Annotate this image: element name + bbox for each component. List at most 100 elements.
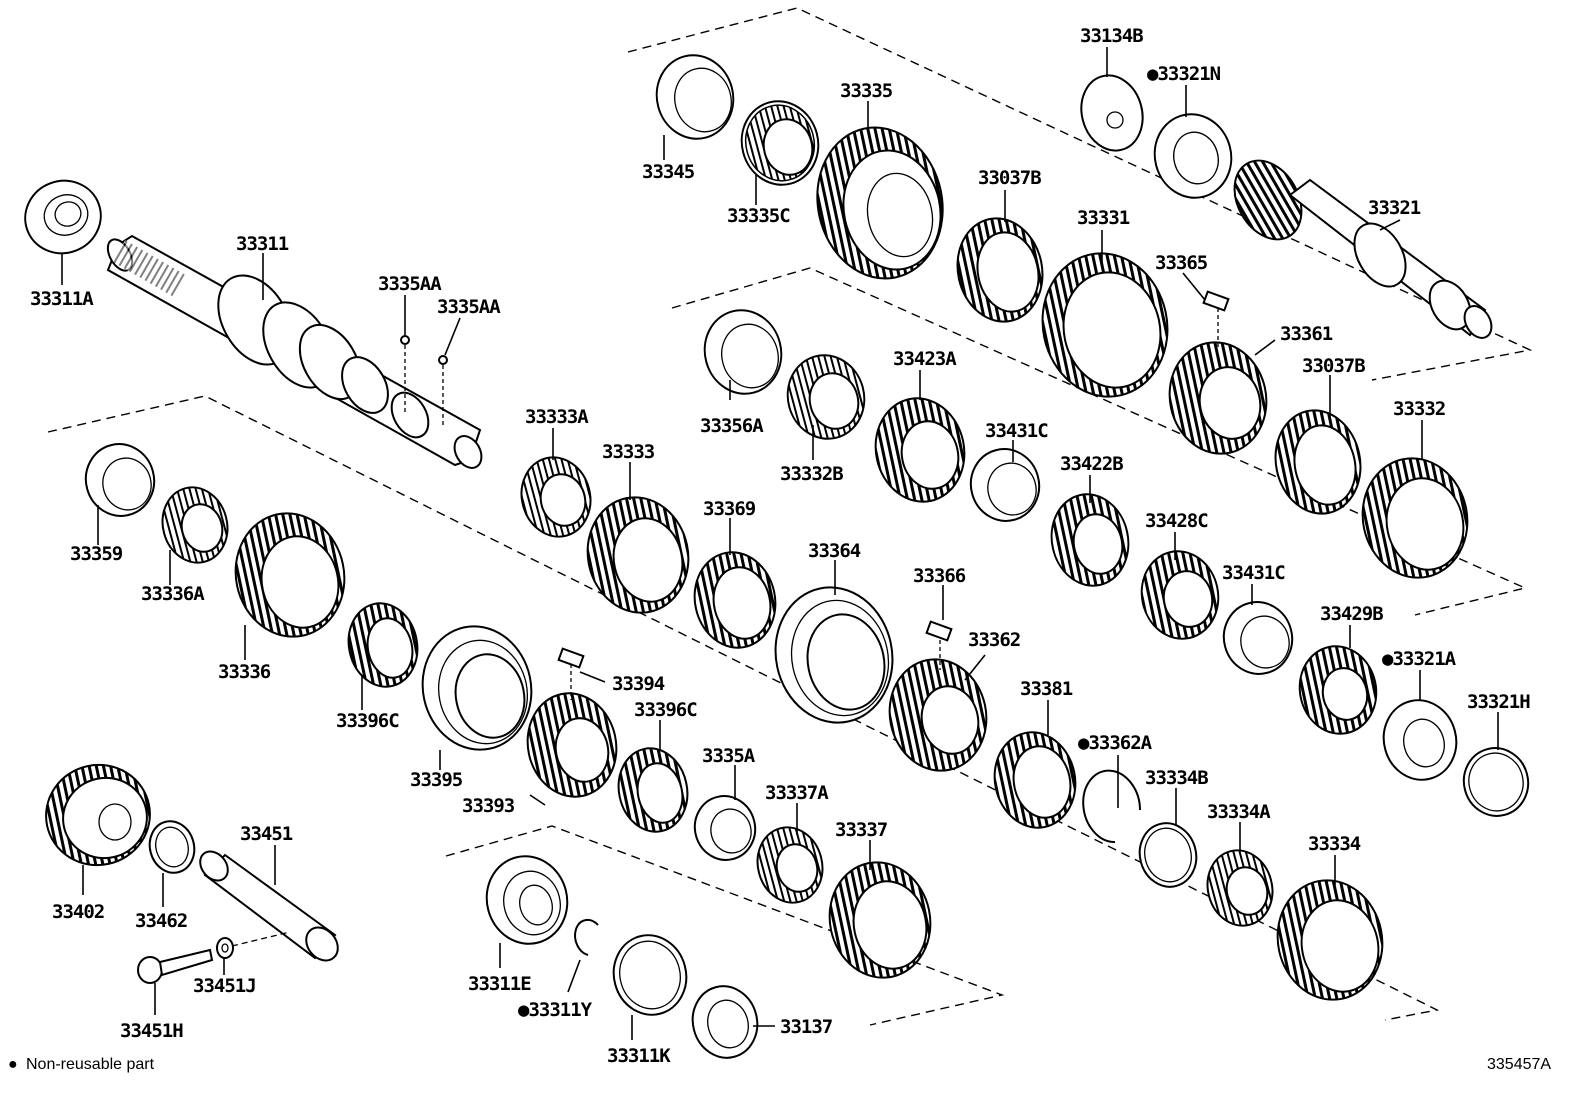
label-33321n[interactable]: ●33321N [1147,63,1222,85]
label-33451h[interactable]: 33451H [120,1020,184,1042]
synchro-ring-33037b-upper [956,217,1044,323]
collar-33345 [655,54,735,140]
label-33134b[interactable]: 33134B [1080,25,1144,47]
label-33431c-a[interactable]: 33431C [985,420,1049,442]
label-33362[interactable]: 33362 [968,629,1021,651]
bearing-33311a [24,179,102,255]
label-33311k[interactable]: 33311K [607,1045,672,1067]
label-33334b[interactable]: 33334B [1145,767,1209,789]
label-33396c-b[interactable]: 33396C [634,699,698,721]
gear-33429b [1298,645,1378,735]
gear-33335 [816,126,944,280]
ring-33137 [691,985,759,1059]
legend: ● Non-reusable part [8,1056,155,1073]
label-33332b[interactable]: 33332B [780,463,844,485]
ring-33462 [148,820,196,874]
gear-33333 [586,496,690,614]
label-33334[interactable]: 33334 [1308,833,1362,855]
label-33037b-b[interactable]: 33037B [1302,355,1366,377]
label-33429b[interactable]: 33429B [1320,603,1384,625]
needle-bearing-33336a [161,486,229,564]
label-33462[interactable]: 33462 [135,910,188,932]
needle-bearing-33335c [740,100,820,186]
label-33331[interactable]: 33331 [1077,207,1131,229]
label-33422b[interactable]: 33422B [1060,453,1124,475]
hub-33361 [1168,341,1268,455]
label-33359[interactable]: 33359 [70,543,124,565]
bearing-33311e [485,855,569,945]
label-3335a[interactable]: 3335A [702,745,757,767]
hub-sleeve-33364 [774,586,894,724]
label-33396c-a[interactable]: 33396C [336,710,400,732]
label-33335[interactable]: 33335 [840,80,894,102]
label-33037b-a[interactable]: 33037B [978,167,1042,189]
diagram-code: 335457A [1487,1056,1551,1073]
shifting-key-33365 [1202,290,1230,312]
label-33311a[interactable]: 33311A [30,288,95,310]
bearing-33321a [1382,699,1458,781]
synchro-ring-33369 [693,551,777,649]
label-33137[interactable]: 33137 [780,1016,834,1038]
ring-33334b [1138,822,1198,888]
label-33364[interactable]: 33364 [808,540,862,562]
bearing-33321n [1153,113,1233,199]
hub-33393 [526,692,618,798]
snap-ring-33362a [1082,769,1141,844]
label-33393[interactable]: 33393 [462,795,516,817]
snap-ring-33311y [574,918,599,956]
label-33451j[interactable]: 33451J [193,975,257,997]
label-33423a[interactable]: 33423A [893,348,958,370]
reverse-idler-gear-33402 [45,763,151,867]
legend-text: Non-reusable part [26,1056,155,1073]
label-33311e[interactable]: 33311E [468,973,532,995]
label-3335aa-b[interactable]: 3335AA [437,296,502,318]
label-33311[interactable]: 33311 [236,233,290,255]
synchro-ring-33396c-b [617,747,689,833]
ring-33311k [612,934,688,1016]
label-33333a[interactable]: 33333A [525,406,590,428]
hub-sleeve-33395 [421,625,533,751]
label-33337a[interactable]: 33337A [765,782,830,804]
gear-33337 [828,861,932,979]
label-3335aa-a[interactable]: 3335AA [378,273,443,295]
label-33334a[interactable]: 33334A [1207,801,1272,823]
label-33335c[interactable]: 33335C [727,205,791,227]
label-33431c-b[interactable]: 33431C [1222,562,1286,584]
label-33336[interactable]: 33336 [218,661,272,683]
label-33332[interactable]: 33332 [1393,398,1446,420]
shifting-key-33394 [557,647,585,669]
label-33345[interactable]: 33345 [642,161,696,183]
label-33321[interactable]: 33321 [1368,197,1422,219]
label-33336a[interactable]: 33336A [141,583,206,605]
hub-sleeve-33331 [1041,252,1169,398]
collar-33431c-upper [969,448,1041,522]
label-33321a[interactable]: ●33321A [1382,648,1458,670]
label-33402[interactable]: 33402 [52,901,105,923]
label-33356a[interactable]: 33356A [700,415,765,437]
label-33366[interactable]: 33366 [913,565,967,587]
label-33381[interactable]: 33381 [1020,678,1074,700]
needle-bearing-33332b [786,354,866,440]
collar-33431c-lower [1222,601,1294,675]
collar-33359 [84,443,156,517]
label-33362a[interactable]: ●33362A [1078,732,1154,754]
label-33428c[interactable]: 33428C [1145,510,1209,532]
gear-33336 [234,512,346,638]
shifting-key-33366 [925,620,953,642]
label-33394[interactable]: 33394 [612,673,666,695]
label-33451[interactable]: 33451 [240,823,294,845]
input-shaft-33311 [106,234,483,469]
label-33337[interactable]: 33337 [835,819,889,841]
label-33365[interactable]: 33365 [1155,252,1209,274]
label-33395[interactable]: 33395 [410,769,464,791]
gear-33428c [1140,550,1220,640]
label-33361[interactable]: 33361 [1280,323,1334,345]
hub-33362 [888,658,988,772]
label-33321h[interactable]: 33321H [1467,691,1531,713]
label-33333[interactable]: 33333 [602,441,656,463]
gear-33423a [874,397,966,503]
label-33369[interactable]: 33369 [703,498,757,520]
parts [24,54,1530,1059]
label-33311y[interactable]: ●33311Y [518,999,594,1021]
